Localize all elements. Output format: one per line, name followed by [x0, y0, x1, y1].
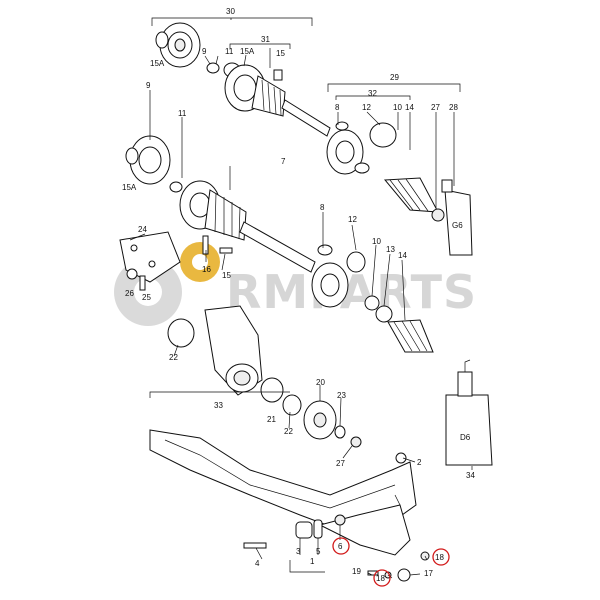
callout-18-a: 18	[435, 553, 444, 562]
bolt-16	[202, 235, 209, 255]
callout-8-mid: 8	[320, 203, 325, 212]
callout-20: 20	[316, 378, 325, 387]
callout-13: 13	[386, 245, 395, 254]
callout-22-b: 22	[284, 427, 293, 436]
group-brackets	[149, 17, 461, 398]
callout-31: 31	[261, 35, 270, 44]
callout-10-top: 10	[393, 103, 402, 112]
wishbone	[318, 504, 411, 556]
bolt-4	[243, 542, 267, 549]
shaft-mid	[239, 221, 316, 273]
nut-27-low	[350, 436, 362, 448]
callout-1: 1	[310, 557, 315, 566]
cv-joint-mid-left	[125, 135, 171, 185]
callout-9-left: 9	[146, 81, 151, 90]
callout-15a-mid: 15A	[240, 47, 255, 56]
callout-21: 21	[267, 415, 276, 424]
callout-25: 25	[142, 293, 151, 302]
callout-33: 33	[214, 401, 223, 410]
callout-34: 34	[466, 471, 475, 480]
mount-2	[395, 452, 407, 464]
callout-16: 16	[202, 265, 211, 274]
washer-26	[126, 268, 138, 280]
boot-inner-mid	[387, 319, 434, 353]
inner-joint-upper	[326, 121, 370, 175]
callout-15a-left: 15A	[122, 183, 137, 192]
nut-6	[334, 514, 346, 526]
g6-label: G6	[452, 221, 463, 230]
watermark-text: RMPARTS	[226, 265, 477, 319]
shaft-upper	[281, 99, 331, 137]
inner-joint-mid	[311, 244, 349, 308]
callout-23: 23	[337, 391, 346, 400]
callout-14-mid: 14	[398, 251, 407, 260]
d6-label: D6	[460, 433, 471, 442]
oil-bottle-d6: D6	[445, 359, 493, 466]
callout-3: 3	[296, 547, 301, 556]
clamp-ring-upper	[369, 122, 397, 148]
bolt-15-mid	[219, 247, 233, 254]
nut-27-upper	[431, 208, 445, 222]
callout-27-low: 27	[336, 459, 345, 468]
boot-upper	[251, 75, 286, 117]
callout-12-top: 12	[362, 103, 371, 112]
bush-3	[295, 521, 313, 539]
callout-30: 30	[226, 7, 235, 16]
callout-8-top: 8	[335, 103, 340, 112]
callout-29: 29	[390, 73, 399, 82]
callout-27-top: 27	[431, 103, 440, 112]
callout-10-mid: 10	[372, 237, 381, 246]
circlip-mid	[169, 181, 183, 193]
callout-4: 4	[255, 559, 260, 568]
clamp-ring-mid	[346, 251, 366, 273]
callout-26: 26	[125, 289, 134, 298]
callout-22-a: 22	[169, 353, 178, 362]
circlip-22-left	[167, 318, 195, 348]
circlip-upper	[206, 62, 220, 74]
washer-mid	[375, 305, 393, 323]
bolt-25	[139, 275, 146, 291]
upper-driveshaft: G6	[155, 22, 473, 256]
subframe	[149, 429, 417, 531]
highlight-circle-18-a	[432, 548, 450, 566]
callout-7: 7	[281, 157, 286, 166]
bolt-15-upper	[273, 69, 283, 81]
highlight-circle-6	[332, 537, 350, 555]
callout-15-mid: 15	[222, 271, 231, 280]
middle-driveshaft	[125, 135, 434, 353]
callout-9-top: 9	[202, 47, 207, 56]
callout-15-top: 15	[276, 49, 285, 58]
highlight-circle-18-b	[373, 569, 391, 587]
callout-5: 5	[316, 547, 321, 556]
spacer-mid	[364, 295, 380, 311]
grease-tube-g6: G6	[441, 179, 473, 256]
rmparts-watermark: RMPARTS	[114, 242, 477, 326]
callout-32: 32	[368, 89, 377, 98]
callout-28: 28	[449, 103, 458, 112]
callout-11-left: 11	[178, 109, 187, 118]
washer-23	[334, 425, 346, 439]
callout-14-top: 14	[405, 103, 414, 112]
callout-24: 24	[138, 225, 147, 234]
bearing-21	[260, 377, 284, 403]
boot-mid	[204, 189, 247, 241]
callout-12-mid: 12	[348, 215, 357, 224]
callout-17: 17	[424, 569, 433, 578]
callout-19: 19	[352, 567, 361, 576]
leader-lines	[129, 18, 473, 579]
hub-20	[303, 400, 337, 440]
callout-6: 6	[338, 542, 343, 551]
circlip-22-right	[282, 394, 302, 416]
callout-labels: 30 31 15A 9 11 15A 15 29 32 8 12 10 14 2…	[122, 7, 475, 587]
callout-15a-top: 15A	[150, 59, 165, 68]
bush-5	[313, 519, 323, 539]
callout-18-b: 18	[376, 574, 385, 583]
callout-2: 2	[417, 458, 422, 467]
balljoint-17	[397, 568, 411, 582]
hub-carrier	[204, 305, 263, 396]
cv-joint-upper-left	[155, 22, 201, 68]
callout-11-top: 11	[225, 47, 234, 56]
boot-inner-upper	[383, 177, 439, 213]
